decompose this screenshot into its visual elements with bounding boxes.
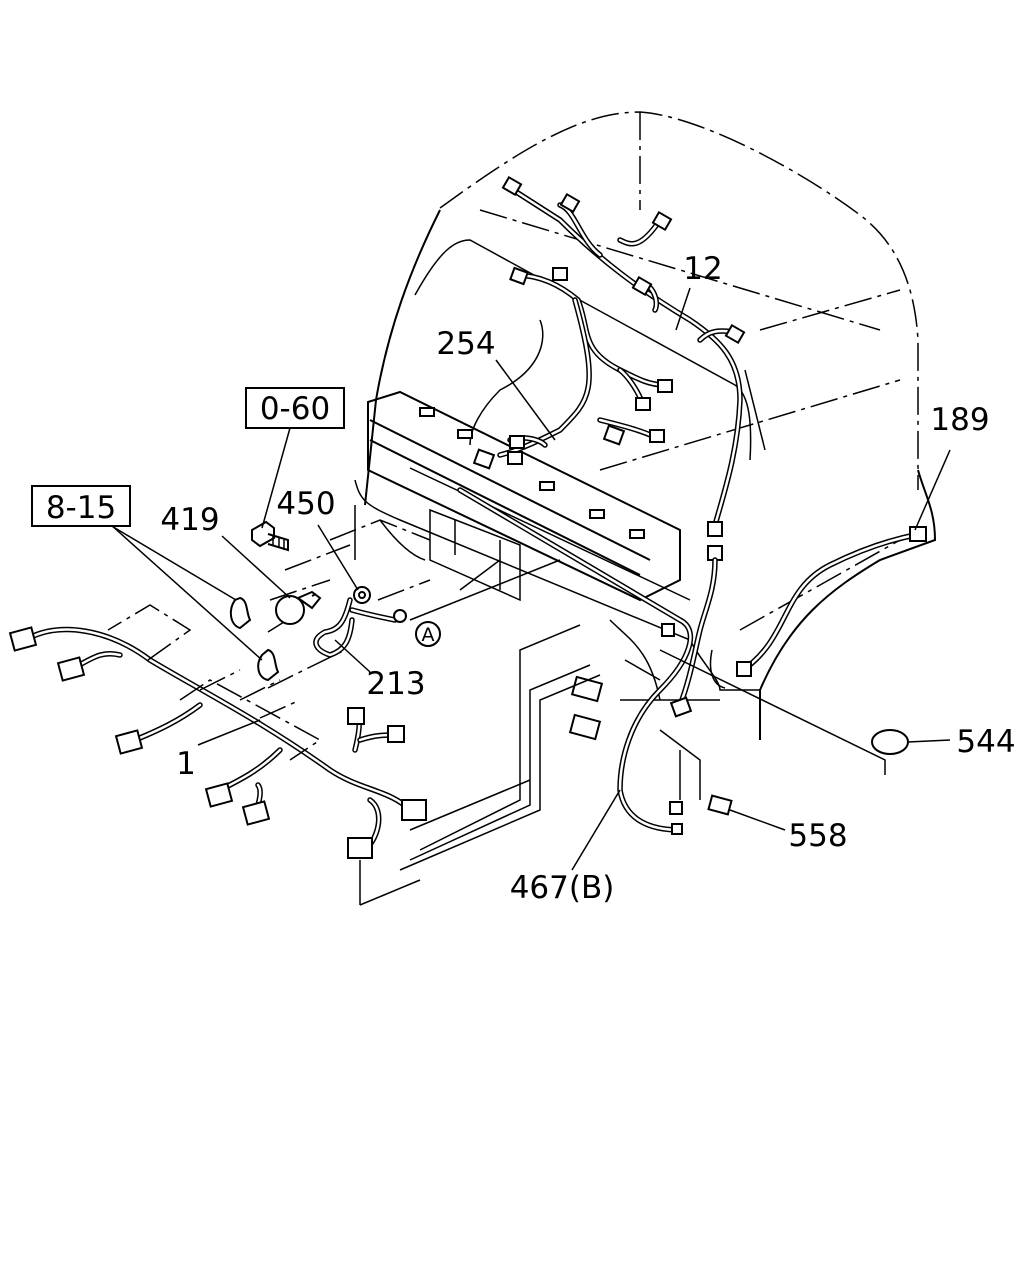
ref-box-0-60: 0-60 xyxy=(260,391,330,427)
view-marker: A xyxy=(422,624,435,646)
callout-544: 544 xyxy=(956,724,1015,760)
callout-467b: 467(B) xyxy=(510,870,615,906)
ref-box-8-15: 8-15 xyxy=(46,490,116,526)
connector-558 xyxy=(707,794,786,831)
callout-189: 189 xyxy=(930,402,989,438)
callout-450: 450 xyxy=(276,486,335,522)
view-marker-circle xyxy=(415,621,441,647)
callout-558: 558 xyxy=(788,818,847,854)
ref-box-8-15-frame xyxy=(31,485,131,527)
callout-419: 419 xyxy=(160,502,219,538)
grille-teeth xyxy=(419,407,645,539)
cab-outline xyxy=(354,111,937,800)
grommet-544 xyxy=(871,729,951,755)
callout-213: 213 xyxy=(366,666,425,702)
harness-254 xyxy=(457,266,693,835)
clips-8-15 xyxy=(229,596,280,682)
bolt-0-60 xyxy=(251,520,289,552)
washer-450 xyxy=(353,586,371,604)
routing-lines xyxy=(359,559,886,906)
harness-12 xyxy=(501,175,746,718)
ref-box-0-60-frame xyxy=(245,387,345,429)
callout-1: 1 xyxy=(176,746,196,782)
zone-dashes xyxy=(107,519,431,761)
bolt-419 xyxy=(275,590,322,625)
harness-189 xyxy=(736,526,927,677)
callout-12: 12 xyxy=(683,251,722,287)
callout-254: 254 xyxy=(436,326,495,362)
leader-lines xyxy=(104,287,951,871)
harness-1 xyxy=(8,626,604,859)
ground-wire-213 xyxy=(313,597,407,658)
